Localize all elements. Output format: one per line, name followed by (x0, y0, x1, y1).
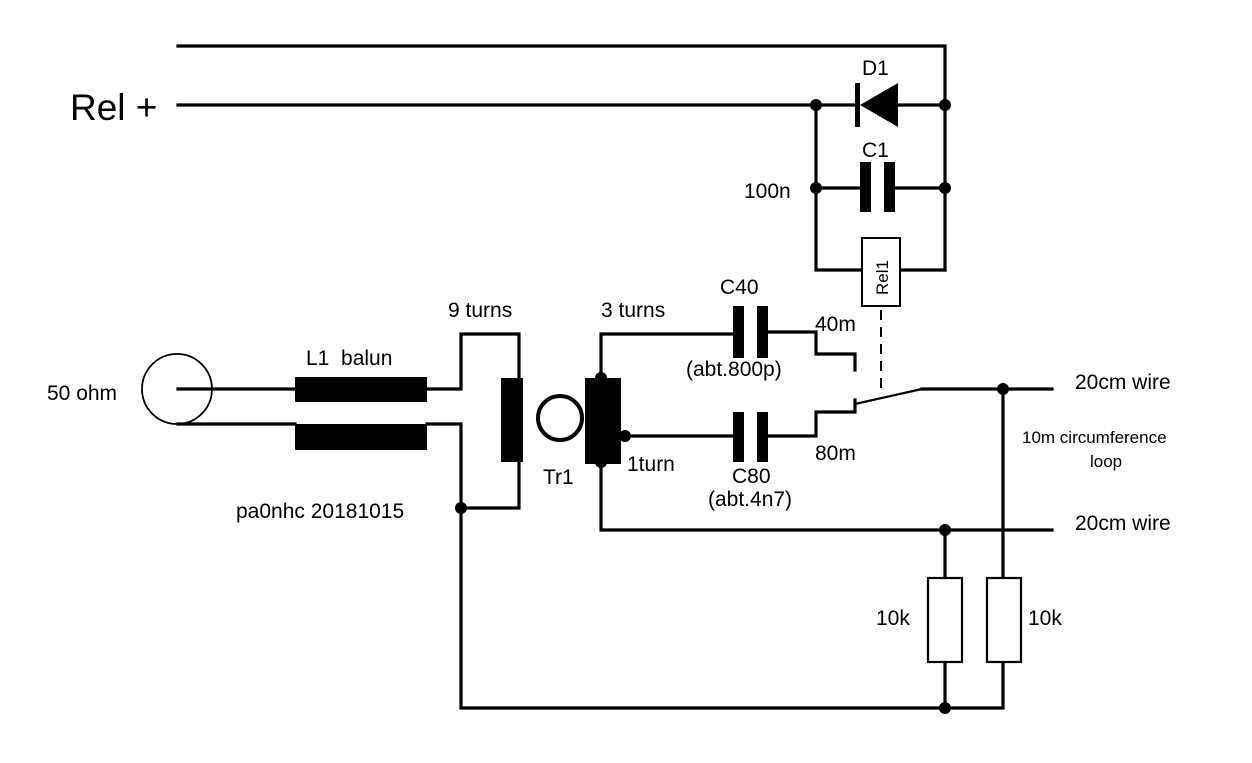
capacitor-c80-plate-left (733, 412, 744, 462)
relay-switch-blade (854, 387, 923, 406)
loop-description-line1: 10m circumference (1022, 428, 1167, 447)
loop-description-line2: loop (1090, 452, 1122, 471)
tr1-label: Tr1 (543, 466, 574, 489)
capacitor-c1-plate-left (860, 162, 871, 212)
junction-dot (810, 182, 822, 194)
junction-dot (939, 182, 951, 194)
rel1-label: Rel1 (873, 260, 892, 295)
band-40m-label: 40m (815, 313, 856, 336)
nine-turns-label: 9 turns (448, 299, 512, 322)
capacitor-c1-plate-right (884, 162, 895, 212)
c1-value-label: 100n (744, 180, 791, 203)
l1-balun-label: L1 balun (306, 347, 392, 370)
c1-label: C1 (862, 139, 889, 162)
capacitor-c40-plate-right (757, 306, 768, 358)
c40-label: C40 (720, 276, 759, 299)
resistor-right-label: 10k (1028, 607, 1062, 630)
balun-out-top-wire (425, 332, 521, 391)
wire-bottom-label: 20cm wire (1075, 512, 1171, 535)
c80-to-switch-wire (766, 398, 857, 438)
one-turn-label: 1turn (627, 453, 675, 476)
c80-value-label: (abt.4n7) (708, 488, 792, 511)
three-turns-label: 3 turns (601, 299, 665, 322)
relay-rel1-coil (861, 237, 901, 307)
relay-left-bus (814, 103, 864, 272)
junction-dot (997, 383, 1009, 395)
junction-dot (939, 99, 951, 111)
three-turn-top-wire (599, 332, 735, 380)
junction-dot (939, 702, 951, 714)
junction-dot (939, 524, 951, 536)
capacitor-c40-plate-left (733, 306, 744, 358)
diode-d1-bar (855, 83, 860, 127)
top-rail-wire (176, 44, 947, 272)
c80-label: C80 (732, 465, 771, 488)
junction-dot (595, 372, 607, 384)
rel-plus-label: Rel + (70, 87, 157, 128)
balun-l1-core-bottom (295, 424, 427, 450)
tr1-primary-winding (501, 378, 523, 462)
balun-l1-core-top (295, 377, 427, 402)
resistor-10k-left (926, 576, 964, 664)
junction-dot (810, 99, 822, 111)
tr1-toroid-core (536, 394, 584, 442)
ohm-50-label: 50 ohm (47, 382, 117, 405)
d1-label: D1 (862, 57, 889, 80)
primary-bottom-wire (459, 460, 521, 510)
junction-dot (619, 430, 631, 442)
junction-dot (455, 502, 467, 514)
diode-d1-symbol (860, 83, 898, 127)
wire-top-label: 20cm wire (1075, 371, 1171, 394)
band-80m-label: 80m (815, 442, 856, 465)
author-label: pa0nhc 20181015 (236, 500, 404, 523)
c40-to-switch-wire (766, 330, 857, 372)
resistor-left-label: 10k (876, 607, 910, 630)
junction-dot (595, 456, 607, 468)
resistor-10k-right (985, 576, 1023, 664)
balun-out-bottom-wire (425, 422, 1005, 710)
capacitor-c80-plate-right (757, 412, 768, 462)
c40-value-label: (abt.800p) (686, 358, 782, 381)
tr1-secondary-winding (585, 378, 621, 464)
secondary-bottom-wire (599, 462, 1054, 532)
